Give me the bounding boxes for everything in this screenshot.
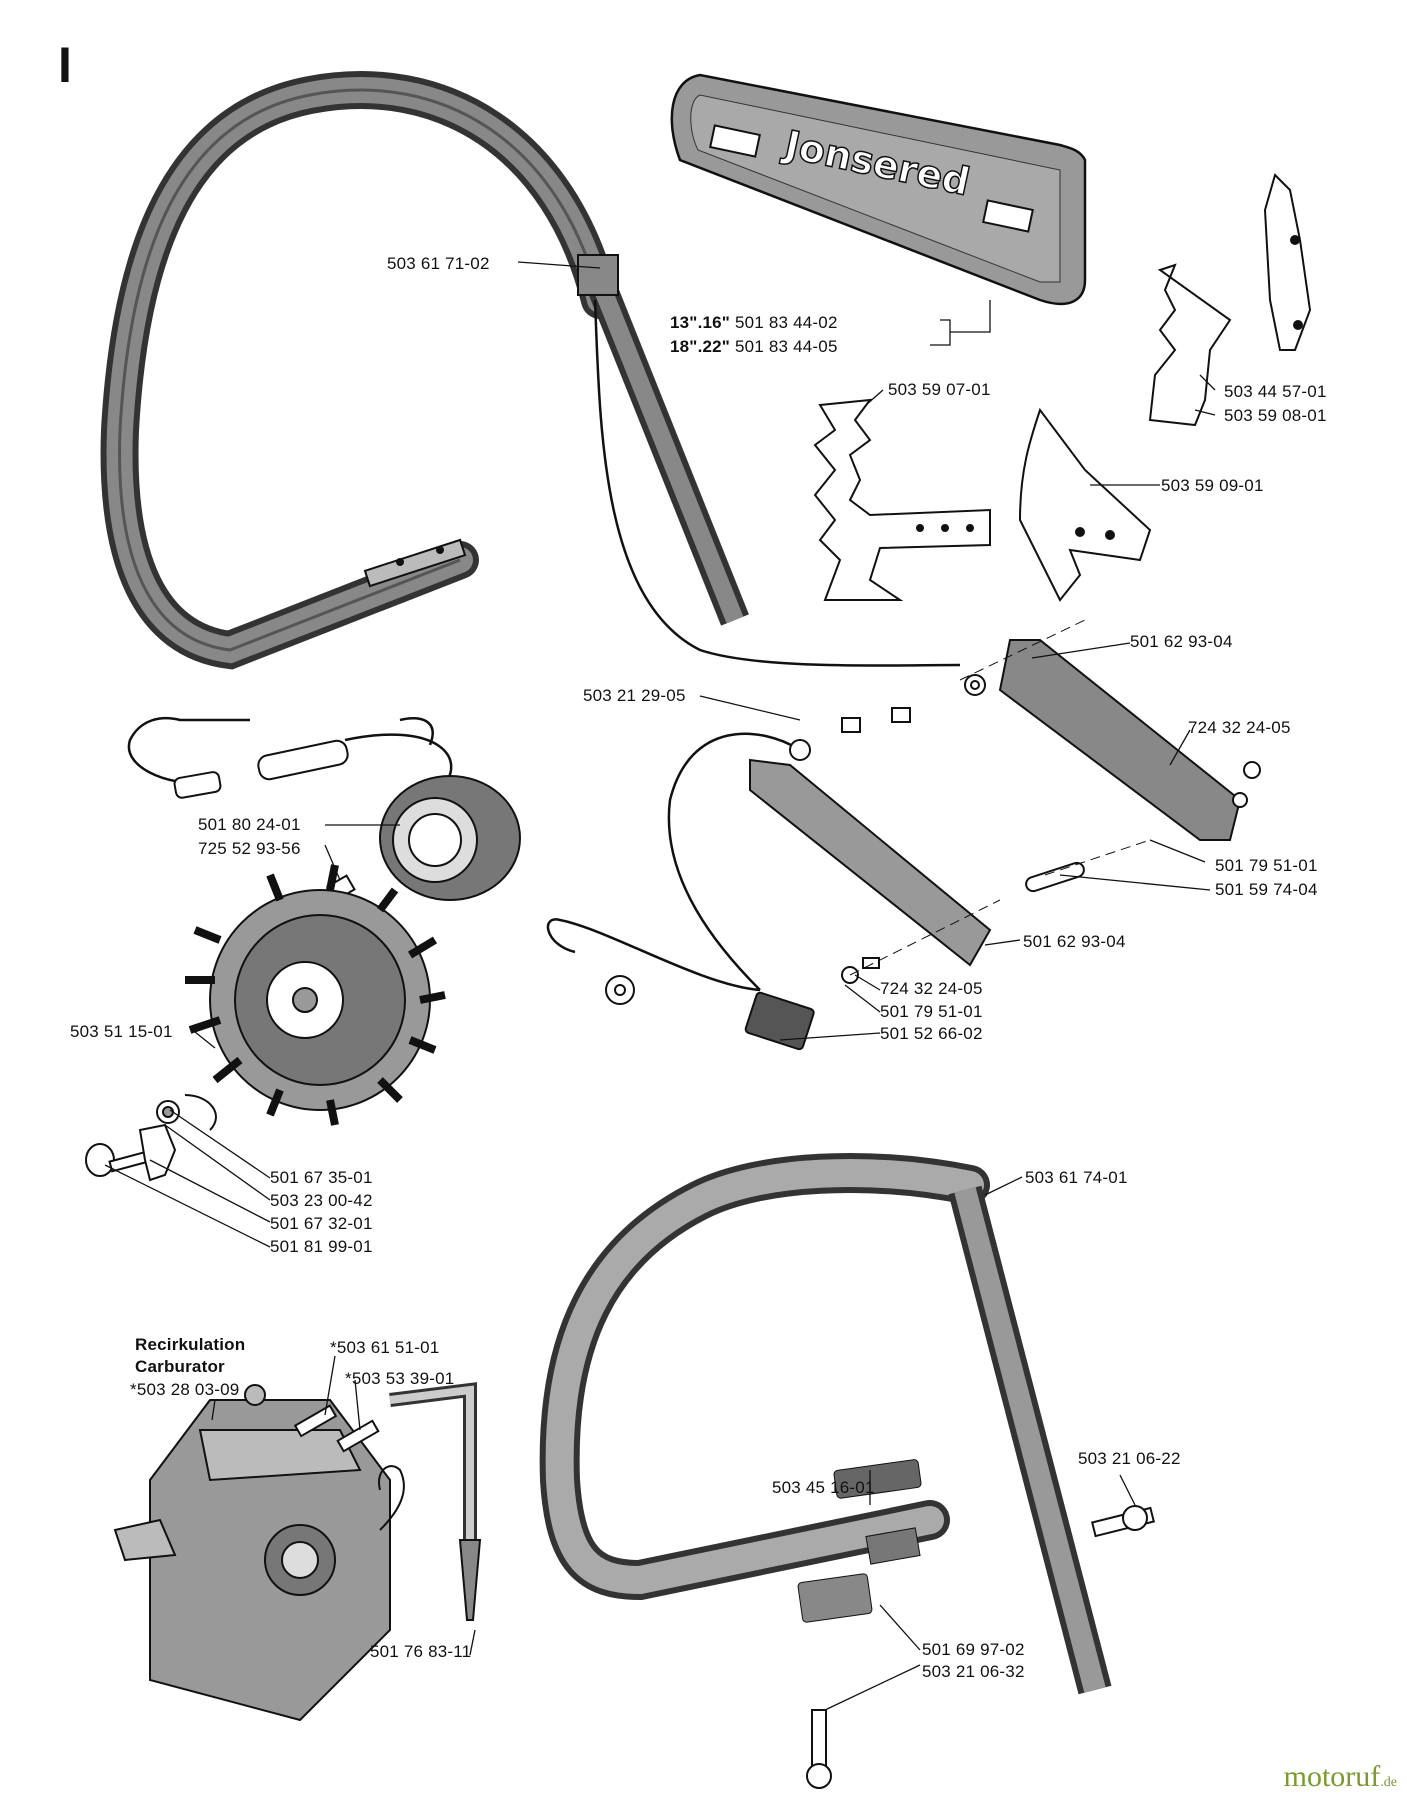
label-handle-grip-lower: 501 62 93-04 [1023,932,1126,951]
label-handle-grip-upper: 501 62 93-04 [1130,632,1233,651]
label-flywheel: 503 51 15-01 [70,1022,173,1041]
label-clamp-screw: 503 21 06-32 [922,1662,1025,1681]
label-bumper-spike-a: 503 59 07-01 [888,380,991,399]
carburetor-drawing [113,1382,482,1722]
label-pawl-1: 501 67 35-01 [270,1168,373,1187]
bar-cover-row-2: 18".22" 501 83 44-05 [670,337,838,357]
bar-cover-row-1: 13".16" 501 83 44-02 [670,313,838,333]
carb-title-line-2: Carburator [135,1357,225,1376]
leader-lines [104,261,1216,1711]
bar-size-2: 18".22" [670,337,731,356]
label-switch: 501 52 66-02 [880,1024,983,1043]
label-screw-b: 724 32 24-05 [1188,718,1291,737]
label-spacer: 501 59 74-04 [1215,880,1318,899]
label-nipple-b: *503 53 39-01 [345,1369,455,1388]
label-hose: 501 76 83-11 [370,1642,472,1661]
bar-part-2: 501 83 44-05 [735,337,838,356]
label-clamp: 501 69 97-02 [922,1640,1025,1659]
label-washer-a: 501 79 51-01 [1215,856,1318,875]
bar-size-1: 13".16" [670,313,731,332]
label-carburator: *503 28 03-09 [130,1380,240,1399]
label-pawl-2: 503 23 00-42 [270,1191,373,1210]
label-washer-b: 501 79 51-01 [880,1002,983,1021]
label-bumper-spike-c: 503 59 08-01 [1224,406,1327,425]
label-rear-screw: 503 21 06-22 [1078,1449,1181,1468]
label-bumper-spike-b: 503 44 57-01 [1224,382,1327,401]
bumper-spikes-drawing [813,173,1312,602]
section-marker: I [58,37,72,93]
ignition-parts-drawing [173,674,986,1005]
bar-cover-drawing: Jonsered [670,73,1087,306]
bar-part-1: 501 83 44-02 [735,313,838,332]
front-handle-top-drawing [100,71,749,670]
label-nipple-a: *503 61 51-01 [330,1338,440,1357]
starter-pawls-drawing [85,1094,217,1182]
label-rear-handle: 503 61 74-01 [1025,1168,1128,1187]
label-screw-c: 724 32 24-05 [880,979,983,998]
carb-title-line-1: Recirkulation [135,1335,246,1354]
label-pawl-3: 501 67 32-01 [270,1214,373,1233]
label-pawl-4: 501 81 99-01 [270,1237,373,1256]
watermark-main: motoruf [1283,1760,1381,1793]
handle-grips-drawing [744,639,1261,1051]
label-front-handle-top: 503 61 71-02 [387,254,490,273]
label-screw-a: 503 21 29-05 [583,686,686,705]
flywheel-drawing [185,864,446,1126]
label-bumper-spike-d: 503 59 09-01 [1161,476,1264,495]
label-coil-screw: 725 52 93-56 [198,839,301,858]
rear-handle-drawing [539,1153,1112,1695]
label-vibration-pad: 503 45 16-01 [772,1478,875,1497]
screws-drawing [806,1505,1156,1789]
label-ignition-coil: 501 80 24-01 [198,815,301,834]
watermark-suffix: .de [1380,1775,1397,1790]
watermark: motoruf.de [1284,1760,1397,1794]
